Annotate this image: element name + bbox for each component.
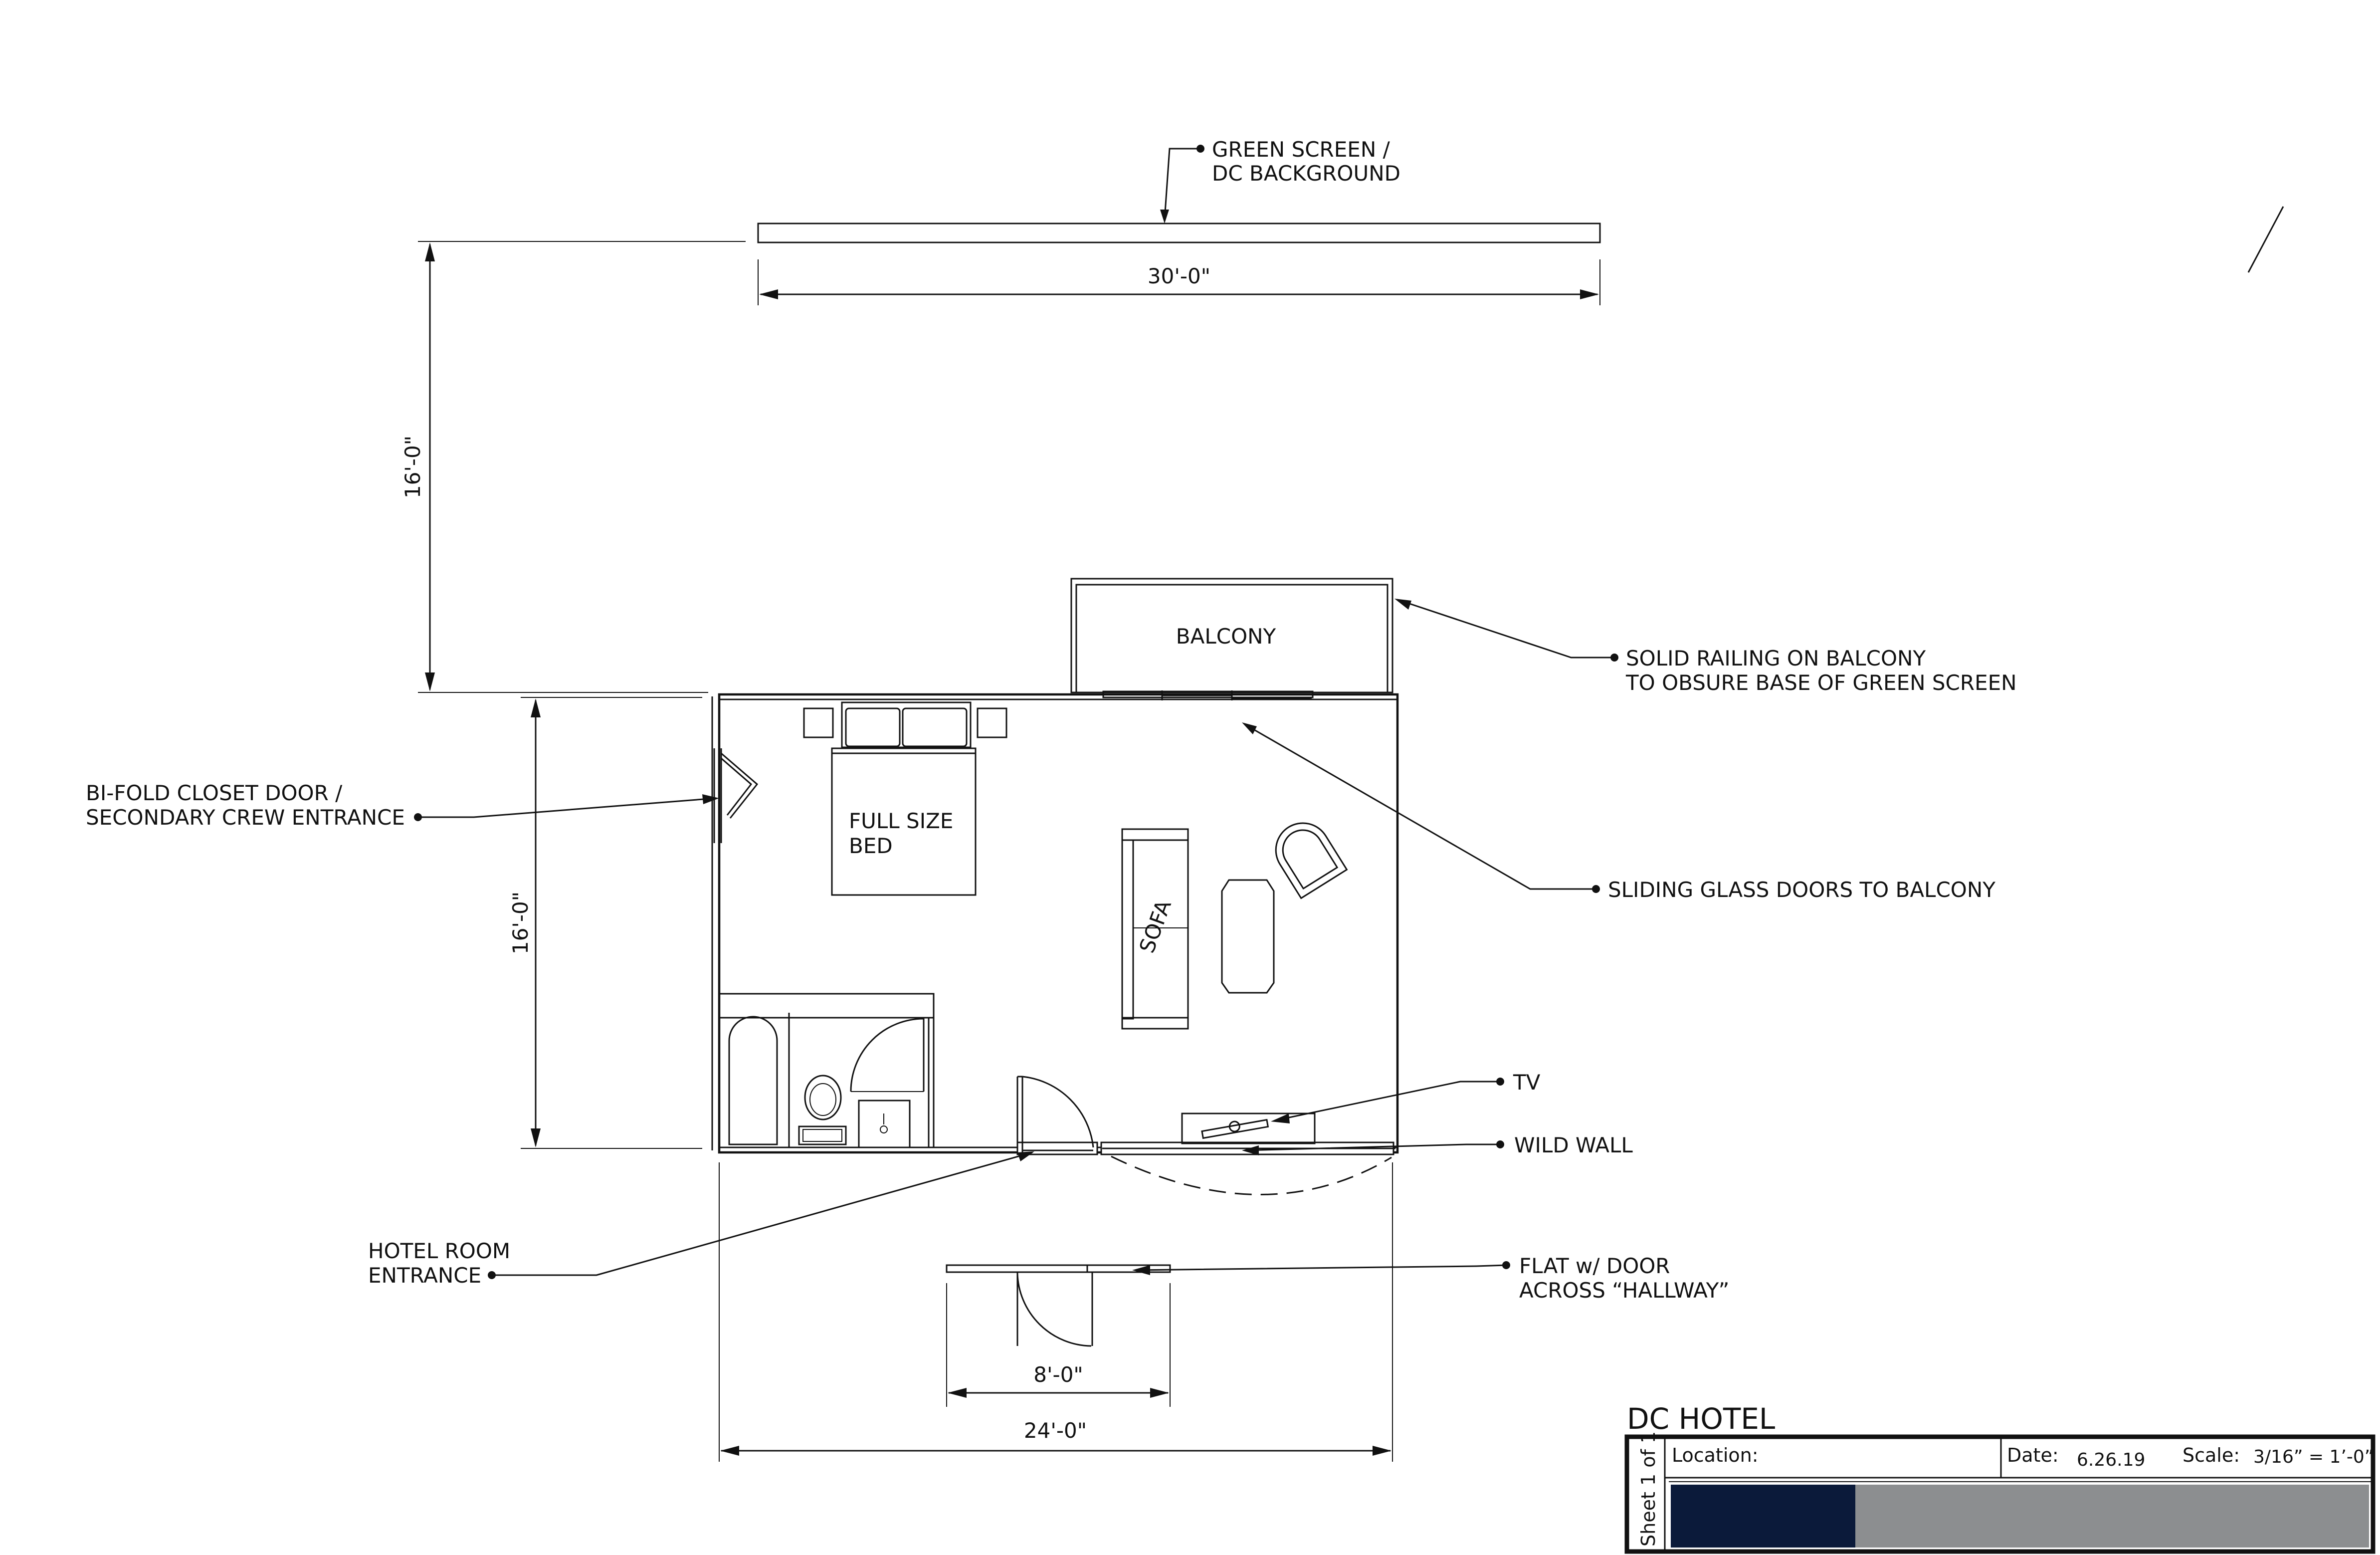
flat-with-door: [946, 1264, 1171, 1347]
date-label: Date:: [2007, 1444, 2059, 1466]
tv-callout: TV: [1271, 1070, 1541, 1123]
green-screen-callout: GREEN SCREEN / DC BACKGROUND: [1160, 137, 1400, 223]
sofa: SOFA: [1121, 828, 1189, 1030]
sliding-doors-callout: SLIDING GLASS DOORS TO BALCONY: [1242, 722, 1995, 902]
entrance-label-line2: ENTRANCE: [368, 1263, 481, 1288]
railing-callout: SOLID RAILING ON BALCONY TO OBSURE BASE …: [1394, 599, 2017, 695]
coffee-table: [1221, 879, 1275, 994]
title-block-panel: [1855, 1485, 2369, 1548]
dim-flat-label: 8'-0": [1033, 1362, 1083, 1387]
bed-label-line2: BED: [849, 834, 893, 858]
date-value: 6.26.19: [2077, 1450, 2145, 1470]
armchair: [1275, 822, 1348, 899]
closet-label-line2: SECONDARY CREW ENTRANCE: [86, 805, 405, 830]
entrance-label-line1: HOTEL ROOM: [368, 1239, 510, 1263]
dimension-depth: 16'-0": [400, 241, 746, 693]
sliding-glass-doors: [1102, 690, 1314, 700]
scale-value: 3/16” = 1’-0”: [2253, 1447, 2374, 1467]
closet-callout: BI-FOLD CLOSET DOOR / SECONDARY CREW ENT…: [86, 781, 719, 830]
entrance-door: [1016, 1076, 1098, 1155]
green-screen-label-line1: GREEN SCREEN /: [1212, 137, 1390, 162]
green-screen: [757, 222, 1601, 243]
railing-label-line2: TO OBSURE BASE OF GREEN SCREEN: [1625, 670, 2017, 695]
tv-console: [1181, 1112, 1316, 1144]
balcony-label: BALCONY: [1176, 624, 1276, 649]
dimension-flat: 8'-0": [946, 1283, 1171, 1407]
bathroom: [718, 993, 935, 1148]
dimension-green-screen: 30'-0": [758, 259, 1600, 305]
sheet-number: Sheet 1 of 1: [1637, 1431, 1659, 1547]
railing-label-line1: SOLID RAILING ON BALCONY: [1626, 646, 1926, 670]
dim-depth-label: 16'-0": [400, 436, 425, 498]
bed-label-line1: FULL SIZE: [849, 809, 953, 833]
tv-label: TV: [1513, 1070, 1541, 1095]
dim-room-width-label: 24'-0": [1024, 1418, 1087, 1443]
closet-label-line1: BI-FOLD CLOSET DOOR /: [86, 781, 343, 805]
flat-callout: FLAT w/ DOOR ACROSS “HALLWAY”: [1132, 1254, 1729, 1303]
title-block-title: DC HOTEL: [1627, 1402, 1775, 1436]
flat-label-line2: ACROSS “HALLWAY”: [1519, 1278, 1729, 1303]
hotel-room-walls: [711, 693, 1399, 1154]
dim-30ft-label: 30'-0": [1148, 264, 1210, 288]
green-screen-label-line2: DC BACKGROUND: [1212, 161, 1400, 186]
full-size-bed: FULL SIZE BED: [803, 701, 1007, 896]
entrance-callout: HOTEL ROOM ENTRANCE: [368, 1151, 1034, 1288]
wild-wall-callout: WILD WALL: [1242, 1133, 1633, 1157]
dim-room-height-label: 16'-0": [508, 891, 533, 954]
wild-wall-label: WILD WALL: [1514, 1133, 1633, 1157]
diagonal-mark: [2247, 206, 2284, 273]
company-logo: [1671, 1485, 1855, 1548]
dimension-room-height: 16'-0": [508, 697, 702, 1149]
title-block: DC HOTEL Sheet 1 of 1 Location: Date: 6.…: [1624, 1402, 2376, 1554]
flat-label-line1: FLAT w/ DOOR: [1519, 1254, 1670, 1278]
scale-label: Scale:: [2182, 1444, 2240, 1466]
sliding-doors-label: SLIDING GLASS DOORS TO BALCONY: [1608, 878, 1995, 902]
sofa-label: SOFA: [1135, 896, 1176, 956]
bifold-closet-door: [713, 748, 759, 843]
wild-wall: [1100, 1141, 1395, 1195]
location-label: Location:: [1672, 1444, 1759, 1466]
dimension-room-width: 24'-0": [719, 1162, 1393, 1462]
balcony: BALCONY: [1070, 578, 1393, 693]
